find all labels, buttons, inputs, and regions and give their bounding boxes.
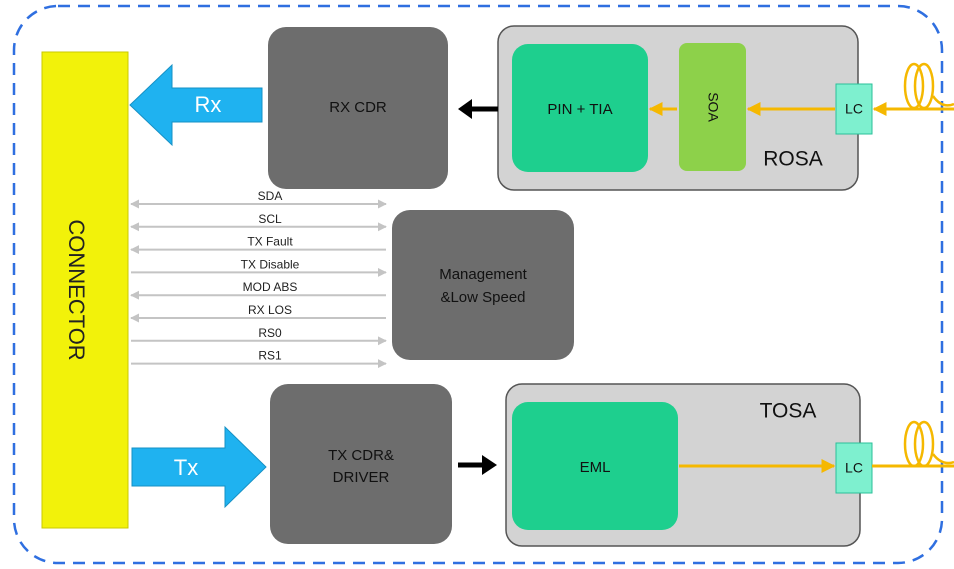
tx-cdr-label-line1: TX CDR& <box>328 447 394 464</box>
signal-label: RS1 <box>258 349 282 363</box>
rosa-label: ROSA <box>763 148 823 171</box>
management-block: Management &Low Speed <box>392 210 574 360</box>
management-label-line2: &Low Speed <box>440 289 525 306</box>
management-label-line1: Management <box>439 266 527 283</box>
rx-arrow: Rx <box>129 63 263 147</box>
signal-label: MOD ABS <box>243 280 298 294</box>
module-boundary <box>12 4 944 565</box>
signal-label: TX Fault <box>247 235 293 249</box>
connector-block: CONNECTOR <box>41 51 129 529</box>
tosa-label: TOSA <box>760 400 817 423</box>
soa-label: SOA <box>705 92 721 122</box>
tx-cdr-label-line2: DRIVER <box>333 469 390 486</box>
rx-arrow-label: Rx <box>195 92 222 117</box>
connector-label: CONNECTOR <box>64 219 89 360</box>
eml-block: EML <box>512 402 678 530</box>
tx-cdr-driver-block: TX CDR& DRIVER <box>270 384 452 544</box>
pin-tia-label: PIN + TIA <box>547 101 612 118</box>
rx-lc-label: LC <box>845 101 863 117</box>
signal-label: RS0 <box>258 326 282 340</box>
rx-lc-block: LC <box>835 83 873 135</box>
tx-arrow: Tx <box>131 425 267 509</box>
rx-fiber-coil-icon <box>903 62 954 110</box>
tx-cdr-to-eml-arrow <box>458 455 497 475</box>
tx-lc-label: LC <box>845 460 863 476</box>
eml-label: EML <box>580 459 611 476</box>
soa-block: SOA <box>679 43 746 171</box>
signal-label: SDA <box>258 189 283 203</box>
signal-label: SCL <box>258 212 282 226</box>
pin-to-rx-cdr-arrow <box>458 99 498 119</box>
rx-cdr-block: RX CDR <box>268 27 448 189</box>
tx-arrow-label: Tx <box>174 455 198 480</box>
signal-label: TX Disable <box>241 257 300 271</box>
signal-label: RX LOS <box>248 303 292 317</box>
rx-cdr-label: RX CDR <box>329 99 387 116</box>
pin-tia-block: PIN + TIA <box>512 44 648 172</box>
tx-lc-block: LC <box>835 442 873 494</box>
tx-fiber-coil-icon <box>903 420 954 468</box>
